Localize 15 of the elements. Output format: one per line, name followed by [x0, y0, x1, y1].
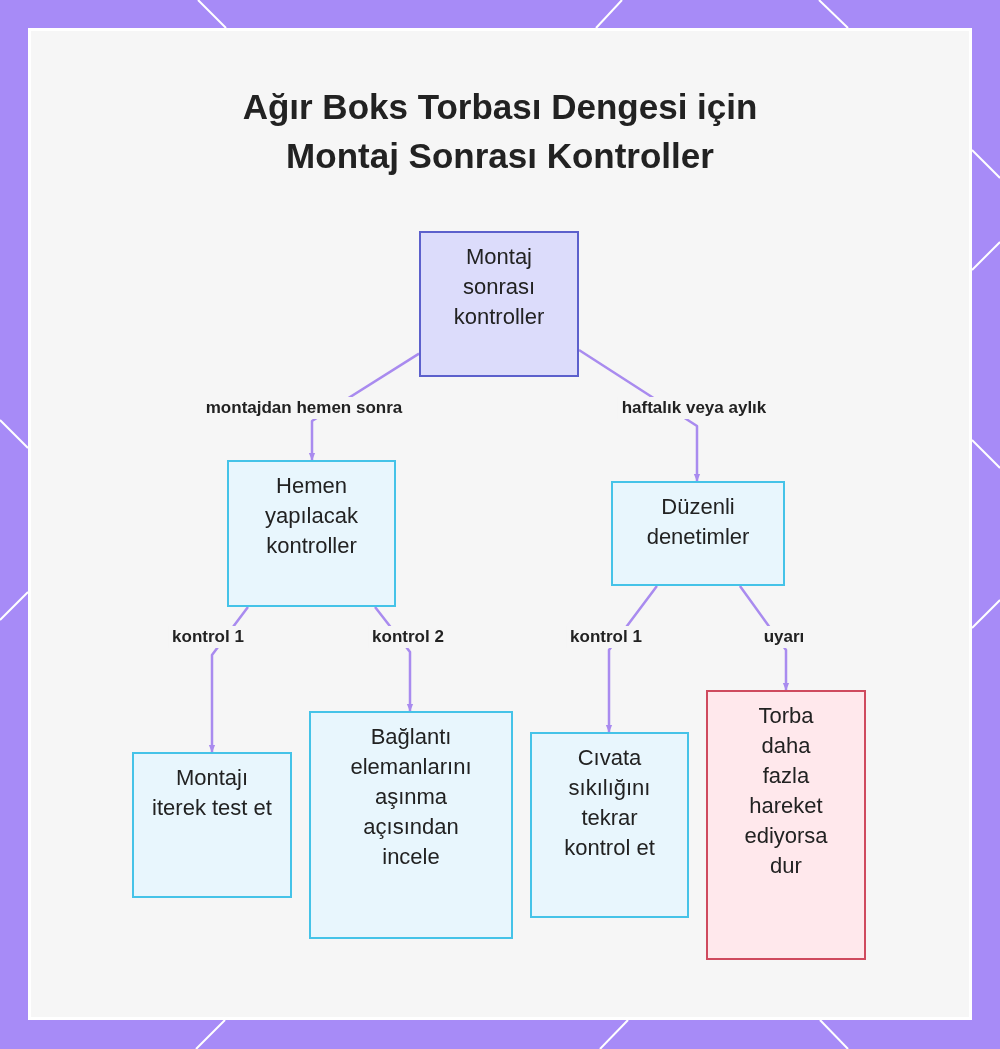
node-text: Hemen yapılacak kontroller — [264, 472, 359, 560]
node-text: Torba daha fazla hareket ediyorsa dur — [743, 702, 829, 880]
process-box — [227, 460, 396, 607]
node-text: Montajı iterek test et — [152, 764, 272, 822]
node-text: Düzenli denetimler — [645, 493, 751, 551]
node-text: Bağlantı elemanlarını aşınma açısından incele — [349, 723, 473, 871]
process-box — [419, 231, 579, 377]
warning-box — [706, 690, 866, 960]
process-box — [530, 732, 689, 918]
process-box — [611, 481, 785, 586]
node-text: Cıvata sıkılığını tekrar kontrol et — [563, 744, 656, 862]
process-box — [309, 711, 513, 939]
process-box — [132, 752, 292, 898]
diagram-title: Ağır Boks Torbası Dengesi için Montaj Sonrası Kontroller — [241, 86, 759, 177]
node-text: Montaj sonrası kontroller — [452, 243, 546, 331]
